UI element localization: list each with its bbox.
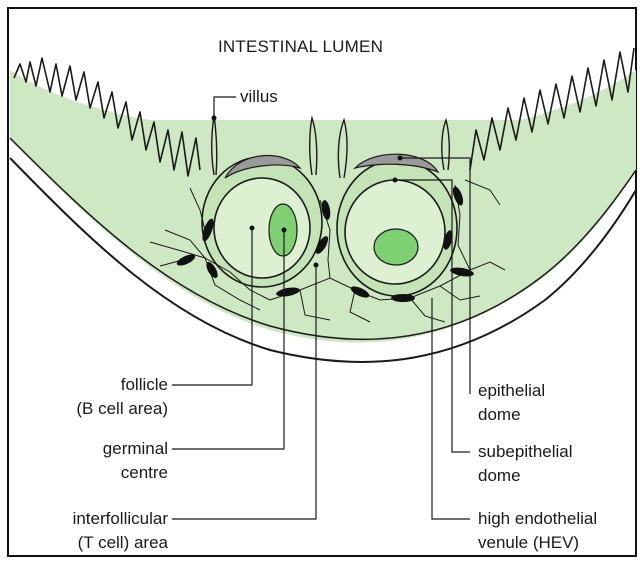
hev-label-line1: high endothelial (478, 508, 597, 530)
germinal-label-line1: germinal (103, 438, 168, 460)
follicle-label-line2: (B cell area) (76, 398, 168, 420)
follicle-label-line1: follicle (121, 374, 168, 396)
subepithelial-label-line1: subepithelial (478, 441, 573, 463)
epithelial-label-line2: dome (478, 404, 521, 426)
germinal-centre-right (374, 229, 418, 265)
villus-label: villus (240, 86, 278, 108)
epithelial-label-line1: epithelial (478, 380, 545, 402)
subepithelial-label-line2: dome (478, 465, 521, 487)
interfollicular-label-line2: (T cell) area (78, 532, 168, 554)
hev-label-line2: venule (HEV) (478, 532, 579, 554)
lumen-title: INTESTINAL LUMEN (218, 36, 383, 58)
interfollicular-label-line1: interfollicular (73, 508, 168, 530)
germinal-label-line2: centre (121, 462, 168, 484)
